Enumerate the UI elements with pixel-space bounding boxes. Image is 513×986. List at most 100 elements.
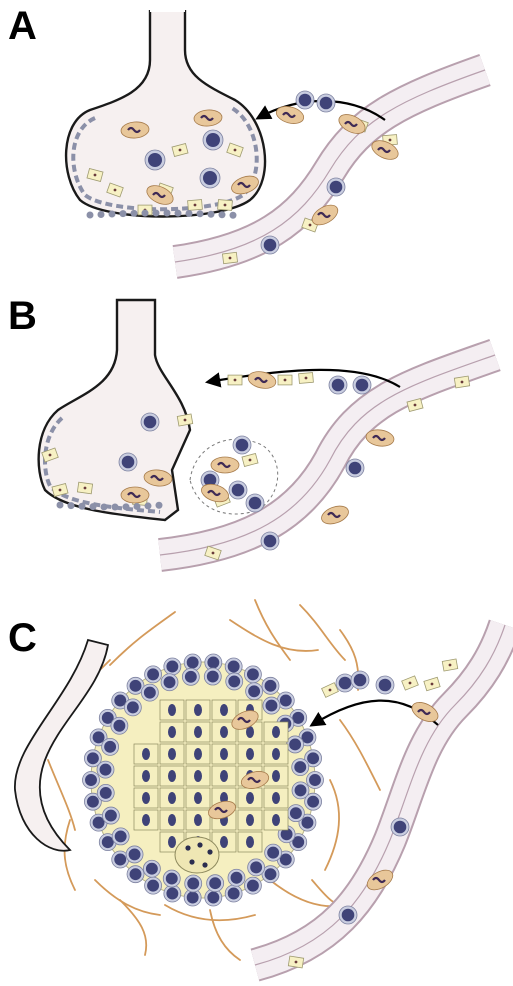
- lymphocyte-nucleus-icon: [299, 94, 312, 107]
- lymphocyte-nucleus-icon: [115, 830, 127, 842]
- cell-dot-icon: [305, 377, 308, 380]
- epithelioid-nucleus-icon: [272, 814, 280, 826]
- lining-cell-icon: [175, 210, 182, 217]
- lining-cell-icon: [142, 210, 149, 217]
- lymphocyte-nucleus-icon: [147, 880, 159, 892]
- lymphocyte-nucleus-icon: [146, 863, 158, 875]
- lymphocyte-nucleus-icon: [166, 661, 178, 673]
- lymphocyte-nucleus-icon: [207, 657, 219, 669]
- lymphocyte-nucleus-icon: [307, 796, 319, 808]
- lining-cell-icon: [156, 502, 163, 509]
- lymphocyte-nucleus-icon: [295, 784, 307, 796]
- lymphocyte-nucleus-icon: [236, 439, 249, 452]
- lymphocyte-nucleus-icon: [87, 752, 99, 764]
- cell-dot-icon: [94, 174, 97, 177]
- epithelioid-nucleus-icon: [194, 814, 202, 826]
- cell-dot-icon: [212, 552, 215, 555]
- lymphocyte-nucleus-icon: [354, 674, 367, 687]
- lymphocyte-nucleus-icon: [248, 685, 260, 697]
- lymphocyte-nucleus-icon: [330, 181, 343, 194]
- lining-cell-icon: [208, 211, 215, 218]
- lining-cell-icon: [109, 211, 116, 218]
- lymphocyte-nucleus-icon: [87, 796, 99, 808]
- lymphocyte-nucleus-icon: [203, 171, 217, 185]
- cell-dot-icon: [461, 381, 464, 384]
- lining-cell-icon: [230, 212, 237, 219]
- lymphocyte-nucleus-icon: [228, 888, 240, 900]
- lymphocyte-nucleus-icon: [207, 892, 219, 904]
- giant-cell-nucleus-icon: [202, 862, 207, 867]
- lining-cell-icon: [197, 210, 204, 217]
- lymphocyte-nucleus-icon: [148, 153, 162, 167]
- lymphocyte-nucleus-icon: [185, 671, 197, 683]
- epithelioid-nucleus-icon: [220, 770, 228, 782]
- lining-cell-icon: [90, 503, 97, 510]
- cell-dot-icon: [59, 489, 62, 492]
- epithelioid-nucleus-icon: [246, 814, 254, 826]
- epithelioid-nucleus-icon: [168, 748, 176, 760]
- lymphocyte-nucleus-icon: [187, 657, 199, 669]
- cell-dot-icon: [234, 379, 237, 382]
- lymphocyte-nucleus-icon: [228, 661, 240, 673]
- lining-cell-icon: [57, 502, 64, 509]
- lymphocyte-nucleus-icon: [129, 848, 141, 860]
- lymphocyte-nucleus-icon: [289, 739, 301, 751]
- cell-dot-icon: [229, 257, 232, 260]
- epithelioid-nucleus-icon: [272, 770, 280, 782]
- lymphocyte-nucleus-icon: [307, 752, 319, 764]
- epithelioid-nucleus-icon: [168, 814, 176, 826]
- cell-dot-icon: [431, 683, 434, 686]
- lymphocyte-nucleus-icon: [290, 807, 302, 819]
- epithelioid-nucleus-icon: [272, 792, 280, 804]
- lymphocyte-nucleus-icon: [144, 416, 157, 429]
- lymphocyte-nucleus-icon: [209, 877, 221, 889]
- lymphocyte-nucleus-icon: [113, 720, 125, 732]
- cell-dot-icon: [49, 454, 52, 457]
- lining-cell-icon: [98, 211, 105, 218]
- cell-dot-icon: [194, 204, 197, 207]
- epithelioid-nucleus-icon: [194, 704, 202, 716]
- epithelioid-nucleus-icon: [142, 792, 150, 804]
- lymphocyte-nucleus-icon: [249, 497, 262, 510]
- lymphocyte-nucleus-icon: [206, 133, 220, 147]
- lining-cell-icon: [68, 502, 75, 509]
- lining-cell-icon: [79, 503, 86, 510]
- cell-dot-icon: [409, 682, 412, 685]
- lymphocyte-nucleus-icon: [104, 741, 116, 753]
- lymphocyte-nucleus-icon: [342, 909, 355, 922]
- lymphocyte-nucleus-icon: [187, 878, 199, 890]
- lining-cell-icon: [219, 211, 226, 218]
- lymphocyte-nucleus-icon: [349, 462, 362, 475]
- lymphocyte-nucleus-icon: [250, 861, 262, 873]
- epithelioid-nucleus-icon: [194, 770, 202, 782]
- lining-cell-icon: [123, 503, 130, 510]
- epithelioid-nucleus-icon: [168, 726, 176, 738]
- giant-cell-icon: [175, 837, 219, 873]
- epithelioid-nucleus-icon: [194, 792, 202, 804]
- lymphocyte-nucleus-icon: [187, 892, 199, 904]
- lining-cell-icon: [120, 210, 127, 217]
- lymphocyte-nucleus-icon: [339, 677, 352, 690]
- epithelioid-nucleus-icon: [272, 748, 280, 760]
- epithelioid-nucleus-icon: [142, 814, 150, 826]
- lymphocyte-nucleus-icon: [265, 868, 277, 880]
- lymphocyte-nucleus-icon: [309, 774, 321, 786]
- lymphocyte-nucleus-icon: [130, 680, 142, 692]
- lining-cell-icon: [145, 502, 152, 509]
- lymphocyte-nucleus-icon: [265, 680, 277, 692]
- lymphocyte-nucleus-icon: [207, 671, 219, 683]
- lining-cell-icon: [134, 503, 141, 510]
- cell-dot-icon: [84, 487, 87, 490]
- lymphocyte-nucleus-icon: [280, 695, 292, 707]
- lining-cell-icon: [164, 210, 171, 217]
- epithelioid-nucleus-icon: [246, 836, 254, 848]
- panel-b: [39, 300, 495, 555]
- lymphocyte-nucleus-icon: [294, 761, 306, 773]
- lymphocyte-nucleus-icon: [356, 379, 369, 392]
- blood-vessel-icon: [160, 355, 495, 555]
- lymphocyte-nucleus-icon: [100, 787, 112, 799]
- cell-dot-icon: [249, 459, 252, 462]
- epithelioid-nucleus-icon: [220, 836, 228, 848]
- epithelioid-nucleus-icon: [142, 748, 150, 760]
- lymphocyte-nucleus-icon: [320, 97, 333, 110]
